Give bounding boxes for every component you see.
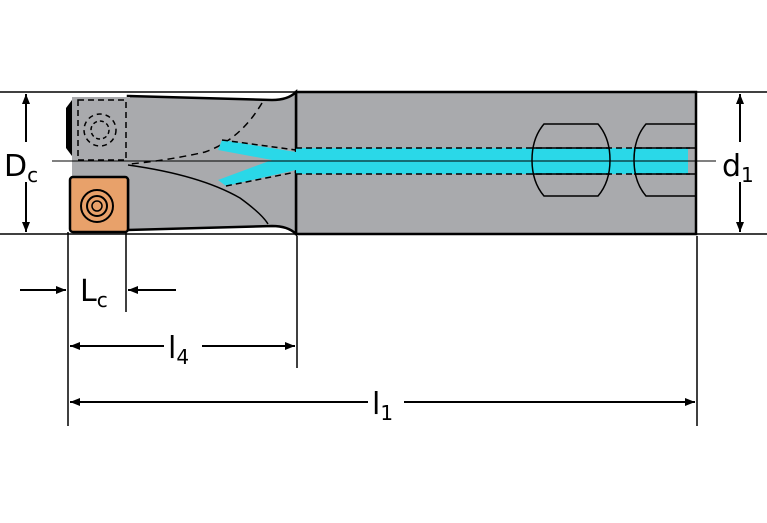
- l1-label: l1: [372, 387, 393, 425]
- lc-label: Lc: [80, 274, 108, 312]
- d1-label: d1: [722, 149, 754, 187]
- l4-label: l4: [168, 331, 189, 369]
- head-edge-black: [66, 100, 72, 156]
- shank-bore-2: [633, 123, 697, 197]
- cutter-head-body: [126, 88, 298, 238]
- cutting-insert: [68, 175, 130, 234]
- flute-curve-lower: [127, 164, 269, 225]
- head-front-body: [72, 97, 130, 179]
- hidden-insert: [77, 99, 127, 161]
- shank-bore-1: [531, 123, 611, 197]
- flute-curve-upper: [129, 102, 263, 165]
- dc-label: Dc: [4, 149, 38, 187]
